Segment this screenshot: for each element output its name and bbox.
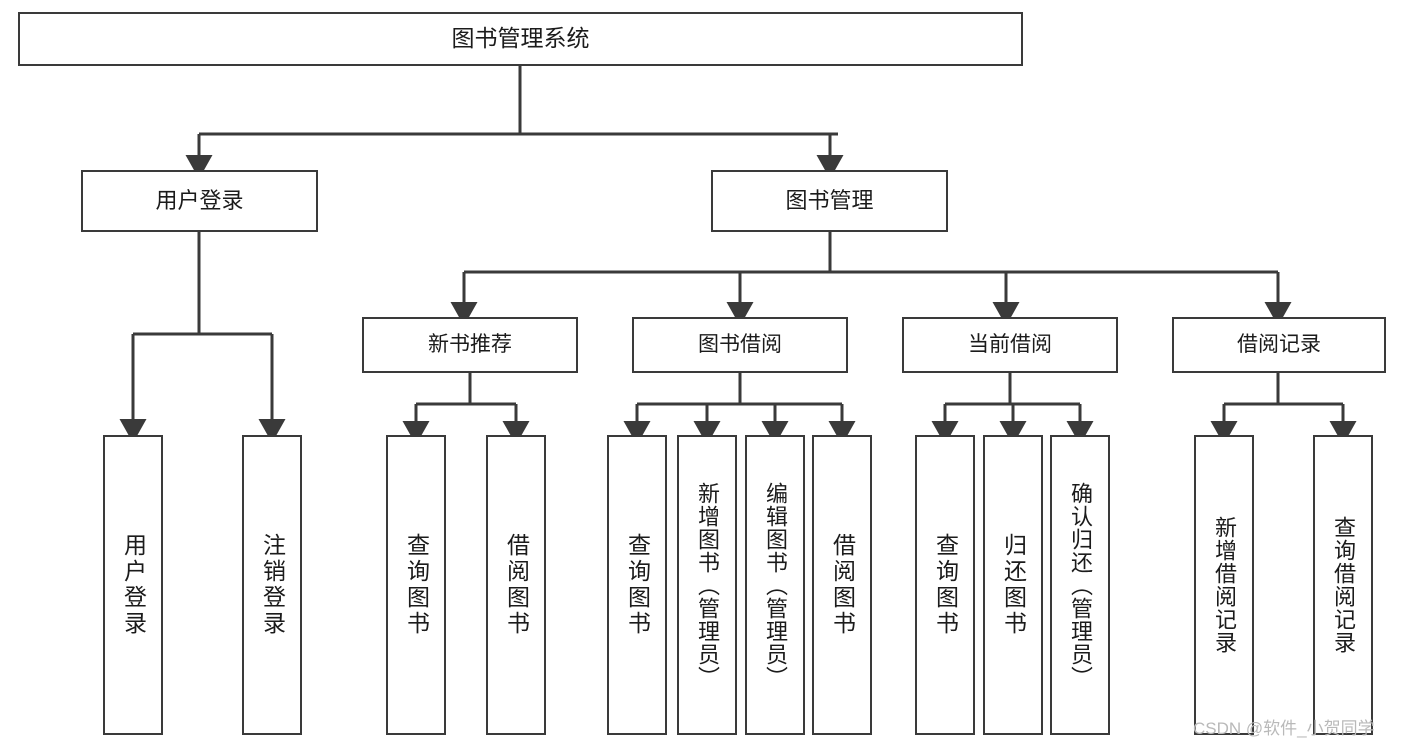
node-label: 用户登录 — [120, 533, 147, 637]
node-label: 图书管理 — [785, 188, 874, 214]
node-book-management[interactable]: 图书管理 — [711, 170, 948, 232]
node-label: 确认归还（管理员） — [1068, 481, 1093, 689]
node-root-book-management-system[interactable]: 图书管理系统 — [18, 12, 1023, 66]
leaf-query-book-1[interactable]: 查询图书 — [386, 435, 446, 735]
node-label: 归还图书 — [1000, 533, 1027, 637]
node-new-book-recommend[interactable]: 新书推荐 — [362, 317, 578, 373]
leaf-query-book-2[interactable]: 查询图书 — [607, 435, 667, 735]
node-label: 当前借阅 — [968, 332, 1052, 356]
node-label: 新增借阅记录 — [1212, 516, 1237, 654]
node-label: 查询图书 — [932, 533, 959, 637]
node-label: 借阅图书 — [503, 533, 530, 637]
node-label: 借阅记录 — [1237, 332, 1321, 356]
csdn-watermark: CSDN @软件_小贺同学 — [1193, 719, 1375, 738]
node-label: 图书借阅 — [698, 332, 782, 356]
leaf-borrow-book-1[interactable]: 借阅图书 — [486, 435, 546, 735]
node-user-login[interactable]: 用户登录 — [81, 170, 318, 232]
leaf-logout-login[interactable]: 注销登录 — [242, 435, 302, 735]
node-label: 编辑图书（管理员） — [763, 481, 788, 689]
leaf-add-book-admin[interactable]: 新增图书（管理员） — [677, 435, 737, 735]
node-borrow-record[interactable]: 借阅记录 — [1172, 317, 1386, 373]
leaf-query-book-3[interactable]: 查询图书 — [915, 435, 975, 735]
node-label: 新增图书（管理员） — [695, 481, 720, 689]
node-label: 图书管理系统 — [451, 25, 590, 52]
node-label: 查询图书 — [624, 533, 651, 637]
node-book-borrow[interactable]: 图书借阅 — [632, 317, 848, 373]
leaf-query-borrow-record[interactable]: 查询借阅记录 — [1313, 435, 1373, 735]
node-current-borrow[interactable]: 当前借阅 — [902, 317, 1118, 373]
node-label: 注销登录 — [259, 533, 286, 637]
node-label: 用户登录 — [155, 188, 244, 214]
node-label: 新书推荐 — [428, 332, 512, 356]
leaf-add-borrow-record[interactable]: 新增借阅记录 — [1194, 435, 1254, 735]
node-label: 借阅图书 — [829, 533, 856, 637]
leaf-return-book[interactable]: 归还图书 — [983, 435, 1043, 735]
leaf-borrow-book-2[interactable]: 借阅图书 — [812, 435, 872, 735]
leaf-edit-book-admin[interactable]: 编辑图书（管理员） — [745, 435, 805, 735]
node-label: 查询借阅记录 — [1331, 516, 1356, 654]
leaf-confirm-return-admin[interactable]: 确认归还（管理员） — [1050, 435, 1110, 735]
leaf-user-login[interactable]: 用户登录 — [103, 435, 163, 735]
node-label: 查询图书 — [403, 533, 430, 637]
